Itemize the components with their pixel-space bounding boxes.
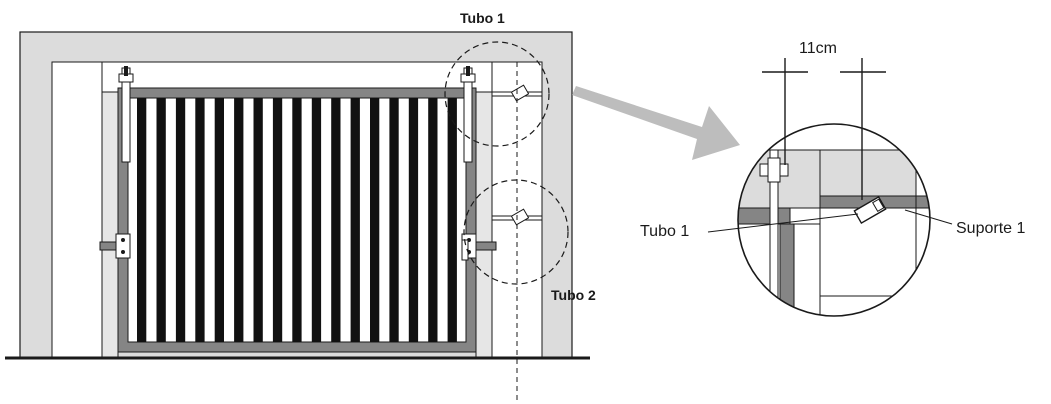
detail-circle-tubo1 (444, 41, 550, 147)
hinge-bottom-left (99, 233, 131, 259)
detail-circle-tubo2 (463, 179, 569, 285)
gate-bar (292, 98, 302, 342)
label-suporte1: Suporte 1 (956, 220, 1025, 237)
gate-elevation: Tubo 1 Tubo 2 (5, 10, 596, 404)
gate-bar (175, 98, 186, 342)
gate-bar (253, 98, 263, 342)
gate-bar (447, 98, 457, 342)
gate-bar (428, 98, 438, 342)
gate-bar (137, 98, 147, 342)
hinge-top-left (118, 66, 134, 163)
detail-circle-outline (737, 123, 931, 317)
label-tubo1-detail: Tubo 1 (640, 223, 689, 240)
gate-bar (370, 98, 380, 342)
gate-bar (350, 98, 360, 342)
gate-bars (137, 98, 457, 342)
gate-bar (195, 98, 205, 342)
gate-bar (272, 98, 283, 342)
leader-tubo1 (707, 213, 859, 233)
hinge-bottom-right (461, 233, 497, 261)
post-right (475, 91, 493, 359)
detail-zoom: 11cm Tubo 1 Suporte 1 (640, 40, 1025, 317)
zoom-arrow (572, 86, 740, 160)
gate-bar (156, 98, 166, 342)
gate-bar (214, 98, 224, 342)
post-left (101, 91, 119, 359)
opening-top (101, 61, 493, 93)
gate-bar (311, 98, 322, 342)
left-pillar (51, 61, 103, 359)
label-tubo2: Tubo 2 (551, 287, 596, 303)
dimension-label: 11cm (799, 40, 837, 57)
gate-bar (331, 98, 341, 342)
gate-bar (234, 98, 244, 342)
gate-bar (389, 98, 399, 342)
label-tubo1-top: Tubo 1 (460, 10, 505, 26)
hinge-top-right (460, 66, 476, 163)
leader-suporte1 (904, 209, 953, 225)
gate-bar (408, 98, 419, 342)
